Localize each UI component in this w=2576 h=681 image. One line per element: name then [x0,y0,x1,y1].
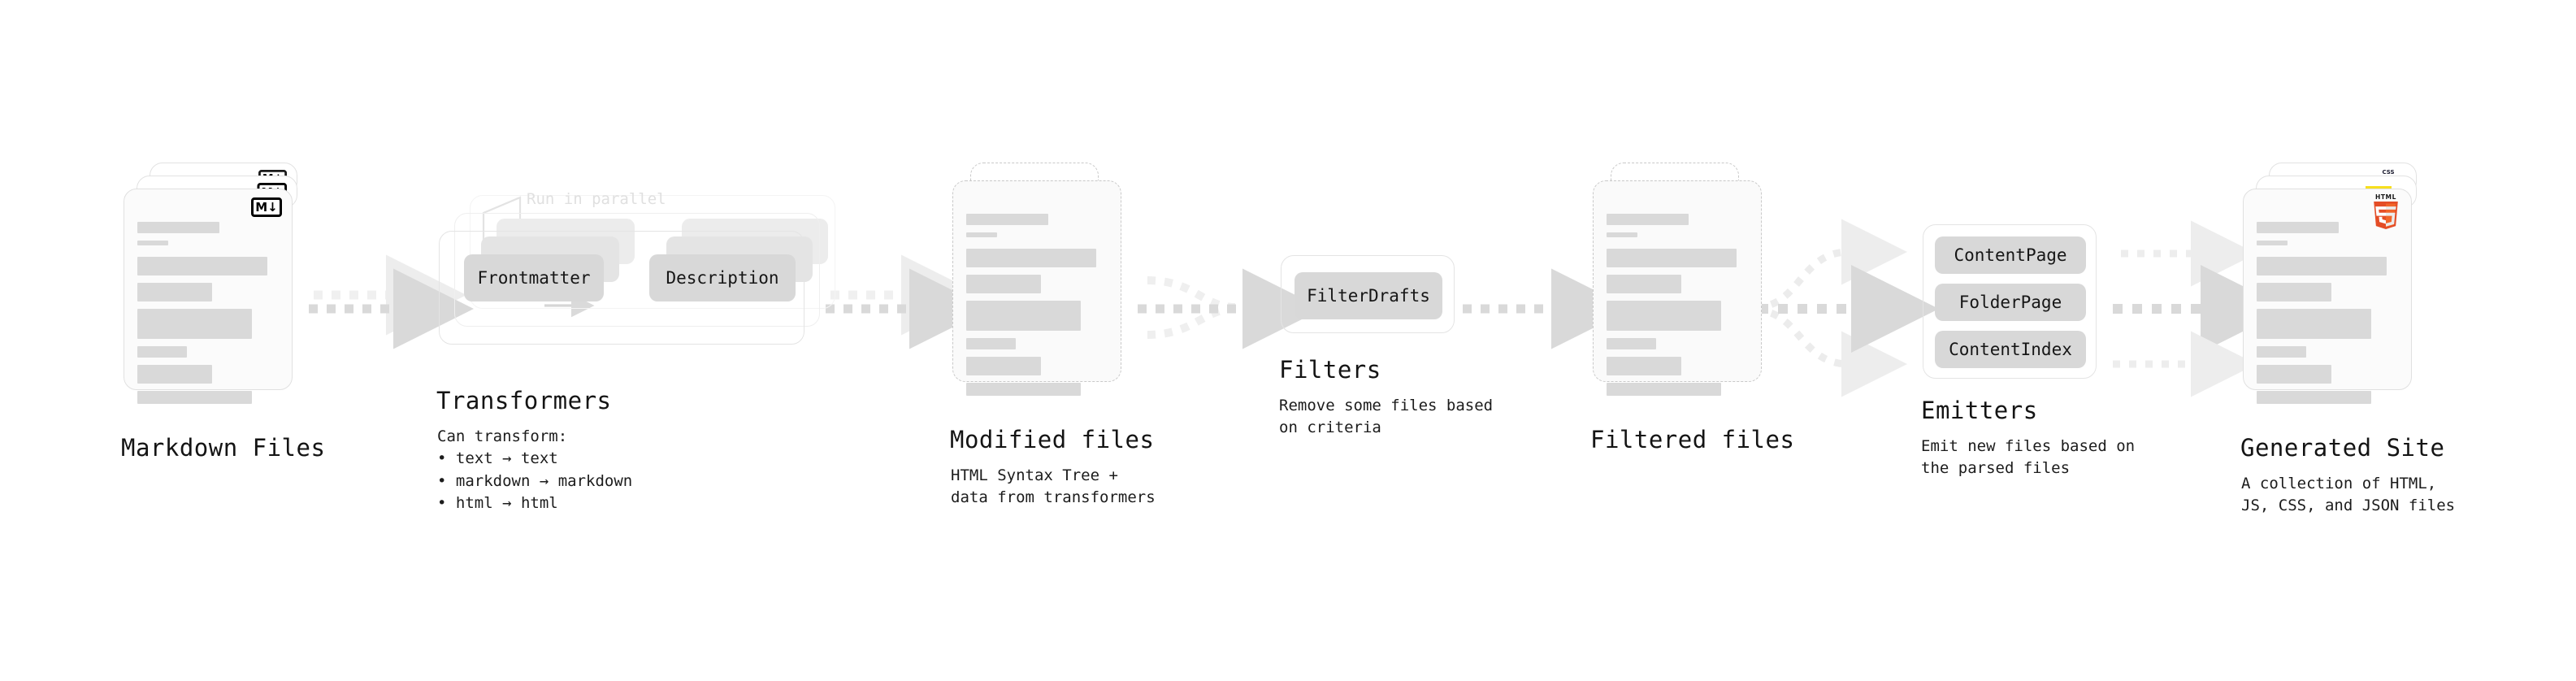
stage-markdown-files: M↓ M↓ M↓ [121,163,326,462]
modified-files-title: Modified files [950,426,1155,453]
markdown-card-content-lines [137,222,279,404]
markdown-badge: M↓ [251,197,282,217]
transformer-chip-label: Frontmatter [477,268,591,288]
transformer-chip-label: Description [666,268,779,288]
transformer-chip-description[interactable]: Description [649,254,796,301]
emitter-chip-contentpage[interactable]: ContentPage [1935,236,2086,274]
filter-chip-filterdrafts[interactable]: FilterDrafts [1295,272,1442,319]
stage-filtered-files: Filtered files [1590,163,1795,454]
emitters-subtitle: Emit new files based on the parsed files [1921,436,2136,478]
filtered-files-title: Filtered files [1590,426,1795,453]
html5-shield-icon [2374,201,2398,229]
emitter-chip-label: FolderPage [1958,293,2062,312]
filters-subtitle: Remove some files based on criteria [1279,396,1494,437]
filtered-card-front [1593,180,1762,396]
html5-badge-wordmark: HTML [2374,193,2397,201]
modified-card-content-lines [966,214,1108,396]
html5-badge: HTML [2372,194,2400,230]
markdown-files-title: Markdown Files [121,434,326,462]
transformers-panel-front: Frontmatter Description [439,231,804,345]
modified-card-front [952,180,1121,396]
modified-files-subtitle: HTML Syntax Tree + data from transformer… [951,466,1156,507]
stage-generated-site: CSS HTML [2240,163,2456,518]
markdown-badge-arrow: ↓ [267,199,278,215]
emitter-chip-label: ContentIndex [1949,340,2072,359]
transformer-chip-frontmatter[interactable]: Frontmatter [464,254,604,301]
emitter-chip-label: ContentPage [1954,245,2067,265]
markdown-badge-letter: M [255,199,268,215]
run-in-parallel-label: Run in parallel [527,190,666,208]
generated-site-subtitle: A collection of HTML, JS, CSS, and JSON … [2241,474,2456,515]
stage-emitters: ContentPage FolderPage ContentIndex Emit… [1921,224,2136,480]
site-card-front-html: HTML [2243,189,2412,404]
generated-site-title: Generated Site [2240,434,2445,462]
filtered-card-content-lines [1607,214,1748,396]
stage-modified-files: Modified files HTML Syntax Tree + data f… [950,163,1156,510]
emitters-panel: ContentPage FolderPage ContentIndex [1923,224,2097,379]
emitter-chip-contentindex[interactable]: ContentIndex [1935,331,2086,368]
emitter-chip-folderpage[interactable]: FolderPage [1935,284,2086,321]
filters-title: Filters [1279,356,1381,384]
site-card-content-lines [2257,222,2398,404]
css-badge-label: CSS [2382,169,2395,176]
filter-chip-label: FilterDrafts [1307,286,1430,306]
stage-filters: FilterDrafts Filters Remove some files b… [1279,255,1494,440]
transformers-title: Transformers [436,387,612,414]
filters-panel: FilterDrafts [1281,255,1455,333]
markdown-card-front: M↓ [124,189,293,404]
emitters-title: Emitters [1921,397,2038,424]
stage-transformers: Frontmatter Description Run in parallel … [436,190,845,515]
transformers-subtitle: Can transform: • text → text • markdown … [437,427,633,513]
